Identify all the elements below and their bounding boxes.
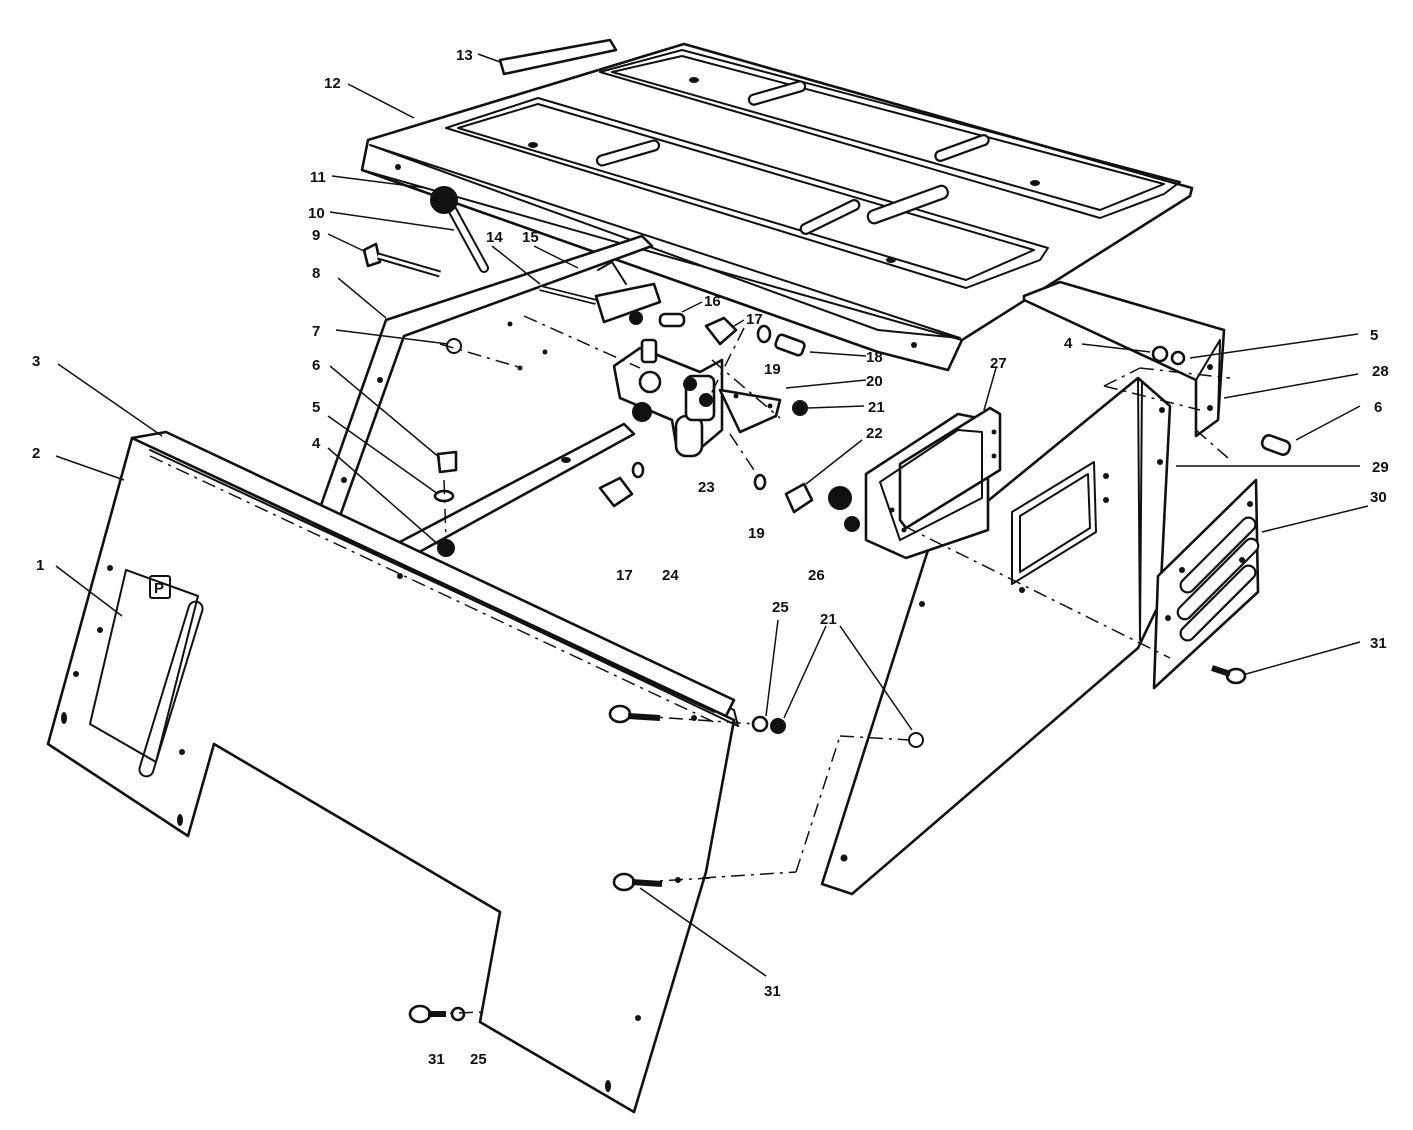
callout-12: 12 [324, 75, 341, 92]
screw-part-31b [612, 872, 663, 892]
callout-8: 8 [312, 265, 320, 282]
front-panel-part-2: P [46, 430, 739, 1114]
callout-9: 9 [312, 227, 320, 244]
screw-part-6-right [1260, 434, 1292, 456]
callout-4-right: 4 [1064, 335, 1073, 352]
assembly-lines [149, 315, 1231, 1015]
bolt-part-9 [362, 242, 441, 278]
screw-part-31d [1211, 665, 1247, 685]
callout-31c: 31 [428, 1051, 445, 1068]
valve-assembly-part-23 [612, 338, 782, 458]
callout-26: 26 [808, 567, 825, 584]
callout-19a: 19 [764, 361, 781, 378]
callout-30: 30 [1370, 489, 1387, 506]
callout-5-right: 5 [1370, 327, 1378, 344]
plug-part-21b [844, 516, 860, 532]
hinge-part-3 [130, 430, 736, 718]
leader-lines [55, 53, 1369, 977]
washer-part-25b [450, 1006, 466, 1022]
callout-13: 13 [456, 47, 473, 64]
nut-part-4 [437, 539, 455, 557]
elbow-fitting-part-17a [704, 316, 738, 346]
elbow-fitting-part-17b [598, 476, 634, 508]
callout-6: 6 [312, 357, 320, 374]
washer-part-25a [751, 715, 769, 733]
linkage-part-14-15 [539, 261, 662, 325]
bolt-part-6 [436, 450, 458, 474]
o-ring-part-19a [756, 324, 772, 344]
callout-labels: 13 12 11 10 9 14 15 8 16 17 7 18 4 5 3 6… [32, 47, 1389, 1068]
callout-1: 1 [36, 557, 44, 574]
plug-part-21a [792, 400, 808, 416]
callout-21a: 21 [868, 399, 885, 416]
o-ring-part-19b [753, 473, 767, 491]
callout-3: 3 [32, 353, 40, 370]
callout-11: 11 [310, 169, 326, 186]
fitting-part-18 [774, 333, 806, 357]
nut-part-21c [770, 718, 786, 734]
callout-20: 20 [866, 373, 883, 390]
top-cover-part-12 [360, 42, 1194, 372]
callout-22: 22 [866, 425, 883, 442]
callout-6-right: 6 [1374, 399, 1382, 416]
callout-19b: 19 [748, 525, 765, 542]
callout-2: 2 [32, 445, 40, 462]
callout-21b: 21 [820, 611, 837, 628]
filter-part-26 [828, 486, 852, 510]
knob-part-11 [430, 186, 458, 214]
callout-23: 23 [698, 479, 715, 496]
callout-28: 28 [1372, 363, 1389, 380]
support-bracket-part-28 [1022, 280, 1226, 438]
callout-10: 10 [308, 205, 325, 222]
callout-25b: 25 [470, 1051, 487, 1068]
callout-24: 24 [662, 567, 679, 584]
decal-part-13 [498, 38, 618, 76]
callout-31b: 31 [764, 983, 781, 1000]
callout-31d: 31 [1370, 635, 1387, 652]
callout-14: 14 [486, 229, 503, 246]
callout-5: 5 [312, 399, 320, 416]
nut-part-4-right [1151, 345, 1169, 363]
frame-bracket-part-8 [318, 234, 654, 518]
washer-part-24 [631, 461, 645, 479]
elbow-fitting-part-22 [784, 482, 814, 514]
callout-4: 4 [312, 435, 321, 452]
bezel-part-27 [864, 406, 1002, 560]
callout-27: 27 [990, 355, 1007, 372]
callout-15: 15 [522, 229, 539, 246]
washer-part-5-right [1170, 350, 1186, 366]
callout-25a: 25 [772, 599, 789, 616]
callout-29: 29 [1372, 459, 1389, 476]
callout-17b: 17 [616, 567, 633, 584]
vent-plate-part-30 [1152, 478, 1260, 690]
callout-17a: 17 [746, 311, 763, 328]
panel-symbol: P [154, 580, 164, 597]
callout-16: 16 [704, 293, 721, 310]
callout-18: 18 [866, 349, 883, 366]
pin-part-16 [658, 312, 686, 328]
callout-7: 7 [312, 323, 320, 340]
right-side-panel-part-29 [820, 376, 1172, 896]
